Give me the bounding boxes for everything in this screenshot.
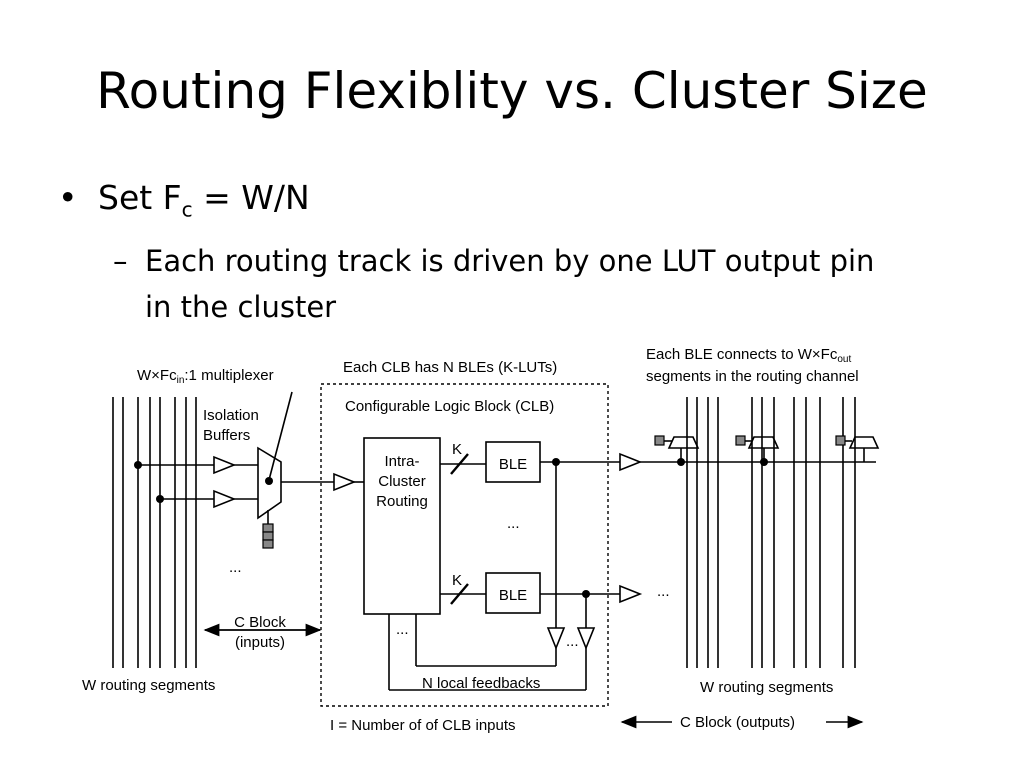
mux-label: W×Fcin:1 multiplexer — [137, 367, 274, 386]
bullet-subscript: c — [181, 197, 193, 222]
slide-title: Routing Flexiblity vs. Cluster Size — [96, 62, 928, 120]
sub-bullet-line-1: Each routing track is driven by one LUT … — [145, 244, 875, 278]
intra-cluster-routing-box — [363, 437, 441, 615]
clb-boundary — [320, 383, 609, 707]
isolation-label-2: Buffers — [203, 427, 250, 444]
isolation-label-1: Isolation — [203, 407, 259, 424]
cblock-outputs-label: C Block (outputs) — [680, 714, 795, 731]
isolation-buffer-bottom — [213, 489, 237, 509]
ble-bottom-box — [485, 572, 541, 614]
dots-clb-bottom: ... — [396, 621, 409, 638]
bullet-text-suffix: = W/N — [192, 178, 310, 217]
output-mux-1 — [667, 436, 700, 449]
bullet-set-fc: • Set Fc = W/N — [58, 178, 310, 222]
sub-bullet-routing-track: –Each routing track is driven by one LUT… — [113, 238, 874, 330]
clb-header-label: Each CLB has N BLEs (K-LUTs) — [343, 359, 557, 376]
ble-top-label: BLE — [499, 456, 527, 473]
output-mux-2 — [747, 436, 780, 449]
intra-label-3: Routing — [376, 493, 428, 510]
sub-bullet-line-2: in the cluster — [145, 290, 337, 324]
w-routing-right-label: W routing segments — [700, 679, 833, 696]
sub-bullet-dash: – — [113, 244, 128, 278]
left-routing-tracks — [112, 397, 197, 668]
clb-input-buffer — [333, 472, 357, 492]
bullet-dot: • — [58, 178, 78, 217]
config-bits — [262, 435, 846, 549]
isolation-buffer-top — [213, 455, 237, 475]
junction-dots — [134, 458, 768, 598]
ble-bottom-label: BLE — [499, 587, 527, 604]
dots-out: ... — [657, 583, 670, 600]
dots-left: ... — [229, 559, 242, 576]
ble-bottom-output-buffer — [619, 584, 643, 604]
feedback-buffer-right — [576, 627, 596, 651]
bullet-text-prefix: Set F — [98, 178, 182, 217]
local-feedbacks-label: N local feedbacks — [422, 675, 540, 692]
dots-mid: ... — [507, 515, 520, 532]
ble-top-output-buffer — [619, 452, 643, 472]
clb-inputs-label: I = Number of of CLB inputs — [330, 717, 516, 734]
ble-connects-label-1: Each BLE connects to W×Fcout — [646, 346, 851, 365]
ble-connects-label-2: segments in the routing channel — [646, 368, 859, 385]
intra-label-1: Intra- — [384, 453, 419, 470]
k-label-top: K — [452, 441, 462, 458]
cblock-inputs-label-2: (inputs) — [235, 634, 285, 651]
cblock-inputs-label-1: C Block — [234, 614, 286, 631]
output-mux-3 — [848, 436, 880, 449]
feedback-buffer-left — [546, 627, 566, 651]
dots-feedback: ... — [566, 633, 579, 650]
intra-label-2: Cluster — [378, 473, 426, 490]
clb-title-label: Configurable Logic Block (CLB) — [345, 398, 554, 415]
k-label-bottom: K — [452, 572, 462, 589]
w-routing-left-label: W routing segments — [82, 677, 215, 694]
input-multiplexer — [257, 446, 282, 520]
